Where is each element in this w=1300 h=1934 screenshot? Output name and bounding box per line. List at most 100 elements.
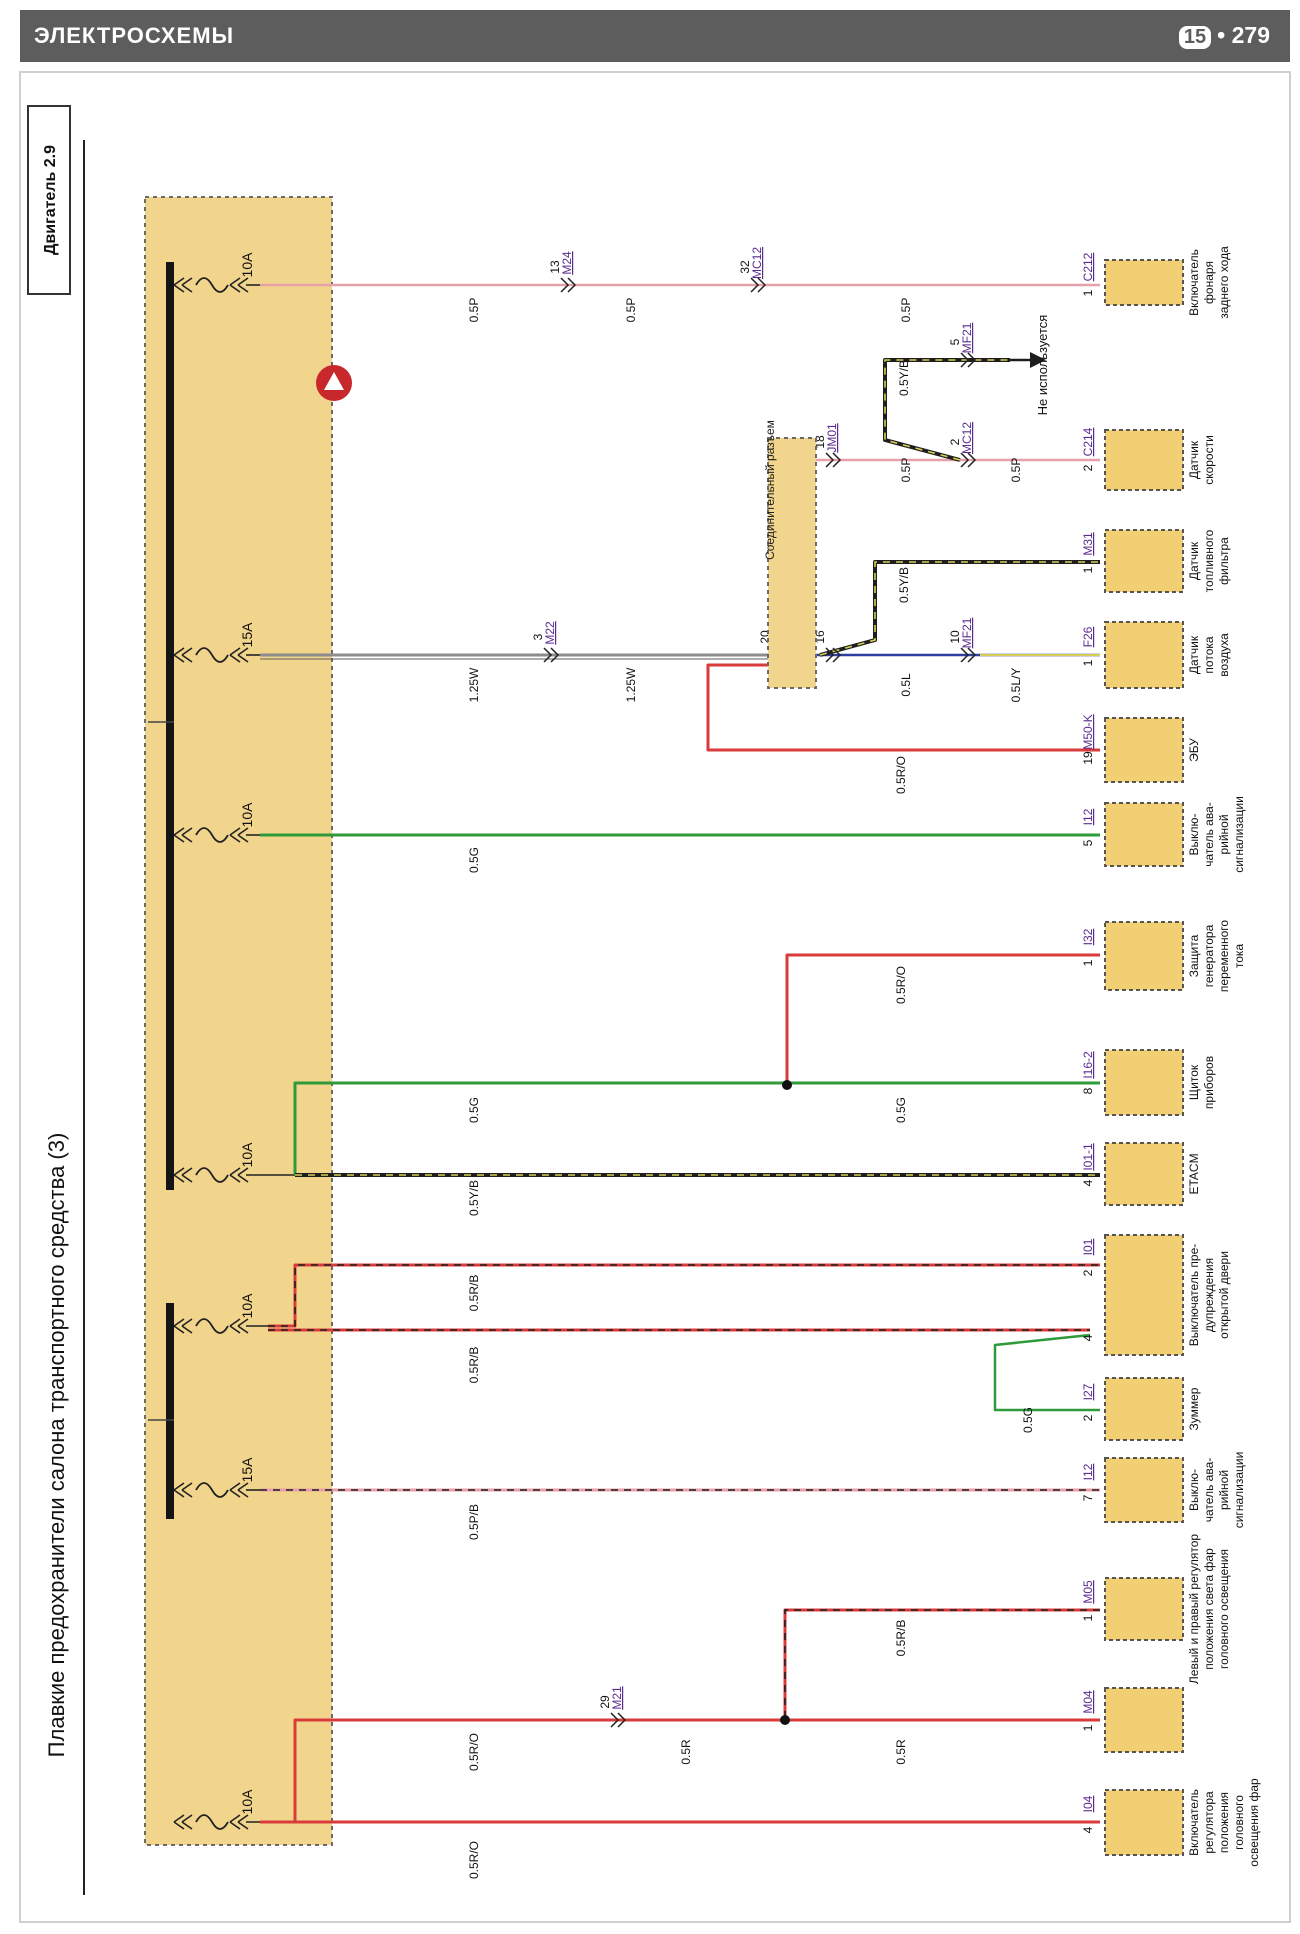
component-label: Выклю- (1187, 1469, 1201, 1511)
wire-spec: 0.5R (894, 1739, 908, 1765)
wire-0.5R (293, 1718, 1100, 1822)
bus-bar-main (166, 262, 174, 1190)
wire-spec: 0.5R/O (894, 966, 908, 1004)
fuse: 10A (173, 802, 260, 843)
splice-dot (782, 1080, 792, 1090)
wire-spec: 0.5P (899, 298, 913, 323)
fuse-contact (173, 1814, 193, 1830)
splice-dot (780, 1715, 790, 1725)
fuse: 10A (173, 1142, 295, 1183)
component-label: дупреждения (1202, 1258, 1216, 1332)
wire-0.5R/O-alt (785, 953, 1100, 1085)
fuse-rating: 10A (239, 1789, 255, 1815)
component-pin: 19 (1081, 751, 1095, 765)
pin-number: 2 (948, 438, 962, 445)
wire-0.5R/B-level-stripe (784, 1609, 1100, 1720)
page-number-value: 279 (1231, 22, 1270, 48)
fuse-rating: 15A (239, 1457, 255, 1483)
arrow-head (1030, 352, 1046, 368)
connector-chevron (825, 647, 842, 663)
component-pin: 4 (1081, 1334, 1095, 1341)
component-pin: 1 (1081, 959, 1095, 966)
fuse-contact (173, 1167, 193, 1183)
fuse: 10A (173, 252, 260, 293)
fuse-contact (229, 1167, 249, 1183)
component-box (1104, 1234, 1184, 1356)
component-pin: 2 (1081, 1414, 1095, 1421)
connector-chevron (960, 352, 977, 368)
wire-0.5R/B-a (268, 1263, 1100, 1328)
pin-number: 10 (948, 630, 962, 644)
fuse-element (195, 1814, 229, 1830)
connector-code: M22 (543, 621, 557, 645)
component-label: открытой двери (1217, 1251, 1231, 1339)
component-pin: 4 (1081, 1826, 1095, 1833)
component-label: регулятора (1202, 1791, 1216, 1854)
pin-number: 29 (598, 1695, 612, 1709)
page-frame (19, 71, 1291, 1923)
component-label: чатель ава- (1202, 1458, 1216, 1522)
component-code: F26 (1081, 626, 1095, 647)
fuse: 15A (173, 622, 260, 663)
component-label: головного освещения (1217, 1549, 1231, 1669)
wire-spec: 0.5R (679, 1739, 693, 1765)
component-code: M31 (1081, 532, 1095, 556)
connector-code: MC12 (750, 247, 764, 279)
wire-spec: 0.5P (467, 298, 481, 323)
fuse-rating: 15A (239, 622, 255, 648)
wire-spec: 0.5G (1021, 1407, 1035, 1433)
component-pin: 8 (1081, 1087, 1095, 1094)
wire-spec: 1.25W (624, 667, 638, 702)
wire-0.5G-cluster (293, 1081, 1100, 1175)
component-pin: 1 (1081, 566, 1095, 573)
fuse-element (195, 1482, 229, 1498)
component-code: C212 (1081, 252, 1095, 281)
component-label: Датчик (1187, 440, 1201, 479)
wire-spec: 0.5R/B (467, 1347, 481, 1384)
fuse-contact (229, 647, 249, 663)
wire-spec: 0.5L (899, 673, 913, 697)
wire-spec: 0.5P/B (467, 1504, 481, 1540)
component-code: I32 (1081, 928, 1095, 945)
component-box (1104, 1142, 1184, 1206)
wire-0.5R/B-level (783, 1608, 1100, 1720)
wire-spec: 0.5G (467, 847, 481, 873)
component-pin: 2 (1081, 464, 1095, 471)
component-box (1104, 802, 1184, 867)
connector-code: MC12 (960, 422, 974, 454)
fuse-rating: 10A (239, 802, 255, 828)
fuse-contact (229, 1482, 249, 1498)
fuse-contact (173, 827, 193, 843)
component-pin: 5 (1081, 839, 1095, 846)
diagram-title: Плавкие предохранители салона транспортн… (44, 1133, 69, 1758)
wire-spec: 0.5R/B (467, 1275, 481, 1312)
connector-code: M21 (610, 1686, 624, 1710)
connector-code: JM01 (825, 423, 839, 453)
connector: 16 (813, 630, 842, 663)
fuse-element (195, 647, 229, 663)
wire-layer: 13M2432MC125MF212MC1218JM013M2220JM01161… (260, 247, 1100, 1879)
connector-chevron (543, 647, 560, 663)
fuse-contact (173, 277, 193, 293)
component-code: M50-K (1081, 714, 1095, 749)
component-label: тока (1232, 944, 1246, 969)
fuse-rating: 10A (239, 1293, 255, 1319)
wire-spec: 0.5L/Y (1009, 668, 1023, 703)
wire-spec: 0.5Y/B (467, 1180, 481, 1216)
component-box (1104, 1049, 1184, 1116)
component-label: головного (1232, 1795, 1246, 1850)
component-box (1104, 1457, 1184, 1523)
